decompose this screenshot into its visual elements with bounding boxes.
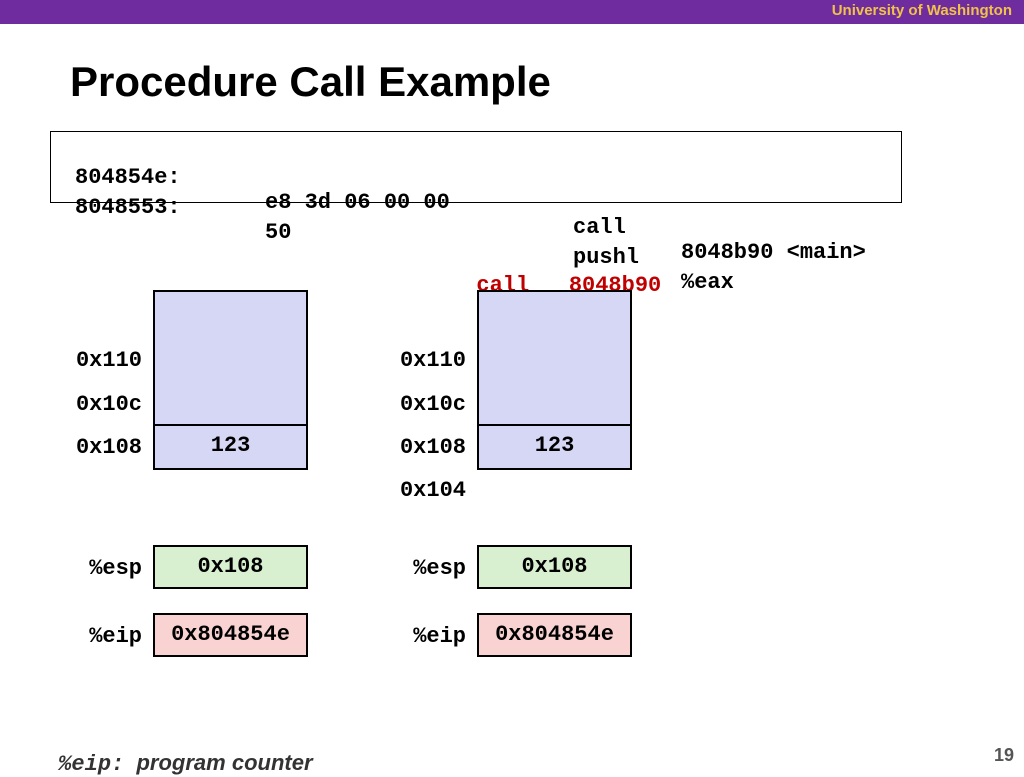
- eip-label: %eip: [413, 624, 466, 649]
- footnote: %eip: program counter: [46, 724, 313, 777]
- code-address: 804854e:: [75, 165, 181, 190]
- stack-address: 0x110: [399, 348, 466, 373]
- code-operands: %eax: [681, 270, 734, 295]
- code-address: 8048553:: [75, 195, 181, 220]
- stack-diagram: 123: [477, 290, 632, 470]
- eip-register: 0x804854e: [153, 613, 308, 657]
- esp-label: %esp: [89, 556, 142, 581]
- footnote-text: program counter: [136, 750, 313, 775]
- header-bar: University of Washington: [0, 0, 1024, 24]
- code-bytes: 50: [265, 220, 292, 245]
- institution-name: University of Washington: [831, 2, 1012, 19]
- stack-address: 0x10c: [399, 392, 466, 417]
- stack-address: 0x108: [75, 435, 142, 460]
- stack-diagram: 123: [153, 290, 308, 470]
- code-line: 804854e: e8 3d 06 00 00 call 8048b90 <ma…: [51, 140, 866, 290]
- code-bytes: e8 3d 06 00 00: [265, 190, 450, 215]
- stack-cell: 123: [479, 424, 630, 468]
- code-instruction: pushl: [573, 245, 640, 270]
- esp-register: 0x108: [477, 545, 632, 589]
- eip-register: 0x804854e: [477, 613, 632, 657]
- code-line: 8048553: 50 pushl %eax: [51, 170, 734, 320]
- code-instruction: call: [573, 215, 626, 240]
- slide-title: Procedure Call Example: [70, 58, 551, 105]
- stack-address: 0x110: [75, 348, 142, 373]
- esp-label: %esp: [413, 556, 466, 581]
- stack-cell: 123: [155, 424, 306, 468]
- stack-address: 0x10c: [75, 392, 142, 417]
- footnote-code: %eip:: [58, 752, 125, 777]
- eip-label: %eip: [89, 624, 142, 649]
- stack-address: 0x104: [399, 478, 466, 503]
- stack-address: 0x108: [399, 435, 466, 460]
- code-operands: 8048b90 <main>: [681, 240, 866, 265]
- code-listing: 804854e: e8 3d 06 00 00 call 8048b90 <ma…: [50, 131, 902, 295]
- esp-register: 0x108: [153, 545, 308, 589]
- page-number: 19: [993, 745, 1014, 765]
